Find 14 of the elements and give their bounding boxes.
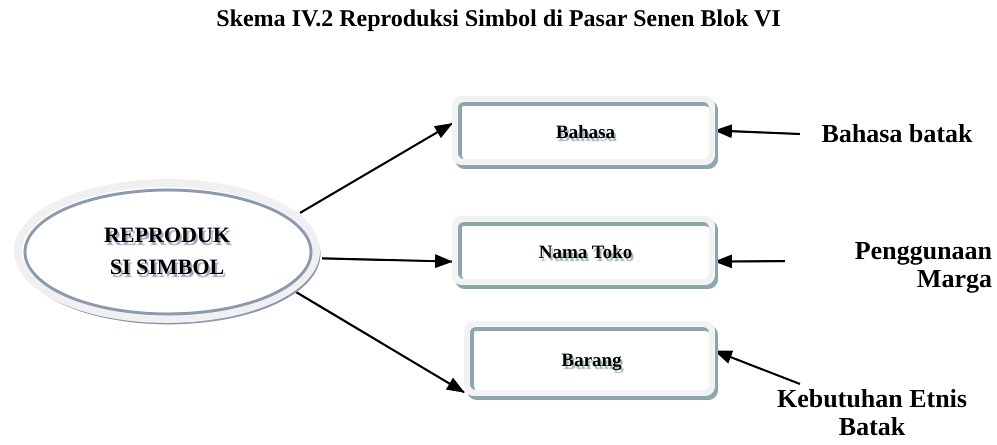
rounded-box bbox=[452, 216, 715, 285]
rounded-box bbox=[464, 321, 715, 396]
diagram-title: Skema IV.2 Reproduksi Simbol di Pasar Senen Blok VI bbox=[215, 6, 782, 32]
arrow bbox=[322, 254, 453, 268]
annotation-text: Kebutuhan Etnis Batak bbox=[776, 385, 968, 441]
rounded-box bbox=[452, 96, 715, 165]
node-label: Nama Toko bbox=[538, 242, 632, 264]
node-label: REPRODUK SI SIMBOL bbox=[103, 221, 231, 281]
node-label: Barang bbox=[561, 350, 622, 372]
arrow bbox=[299, 122, 453, 214]
annotation-text: Penggunaan Marga bbox=[854, 237, 992, 293]
annotation-text: Bahasa batak bbox=[822, 120, 972, 148]
arrow bbox=[295, 291, 465, 394]
node-label: Bahasa bbox=[556, 122, 616, 144]
